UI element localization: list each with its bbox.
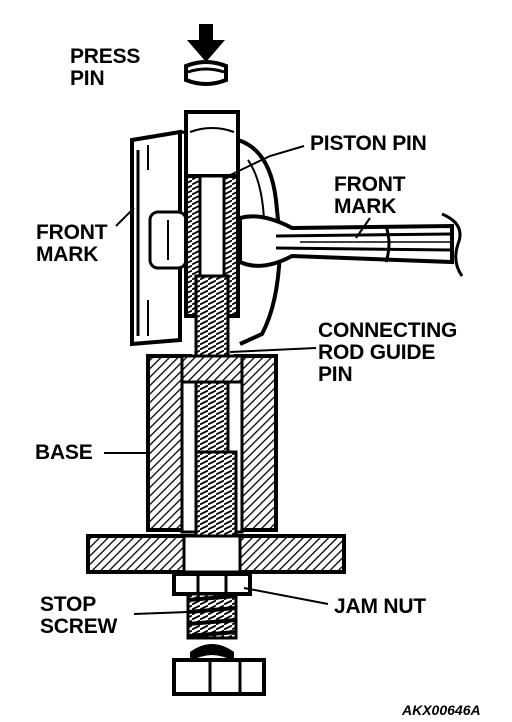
leader-front-mark-piston bbox=[115, 207, 135, 227]
connecting-rod bbox=[238, 212, 464, 277]
leader-jam-nut bbox=[243, 587, 329, 605]
stop-screw bbox=[172, 592, 266, 696]
leader-piston-pin bbox=[223, 145, 305, 179]
label-connecting-rod-guide-pin: CONNECTING ROD GUIDE PIN bbox=[318, 319, 458, 386]
label-jam-nut: JAM NUT bbox=[334, 595, 426, 618]
label-base: BASE bbox=[35, 441, 93, 464]
press-arrow-icon bbox=[187, 24, 225, 62]
figure-code: AKX00646A bbox=[402, 702, 481, 718]
leader-stop-screw bbox=[133, 611, 189, 615]
jam-nut bbox=[172, 572, 252, 596]
leader-lines bbox=[104, 145, 371, 615]
label-front-mark-piston: FRONT MARK bbox=[36, 221, 108, 266]
label-press-pin: PRESS PIN bbox=[70, 45, 141, 90]
label-piston-pin: PISTON PIN bbox=[310, 132, 427, 155]
press-pin bbox=[184, 60, 228, 86]
leader-guide-pin bbox=[229, 347, 317, 353]
label-front-mark-rod: FRONT MARK bbox=[334, 173, 406, 218]
label-stop-screw: STOP SCREW bbox=[40, 593, 118, 638]
base bbox=[86, 354, 346, 594]
connecting-rod-guide-pin bbox=[194, 274, 230, 368]
leader-front-mark-rod bbox=[355, 217, 371, 239]
